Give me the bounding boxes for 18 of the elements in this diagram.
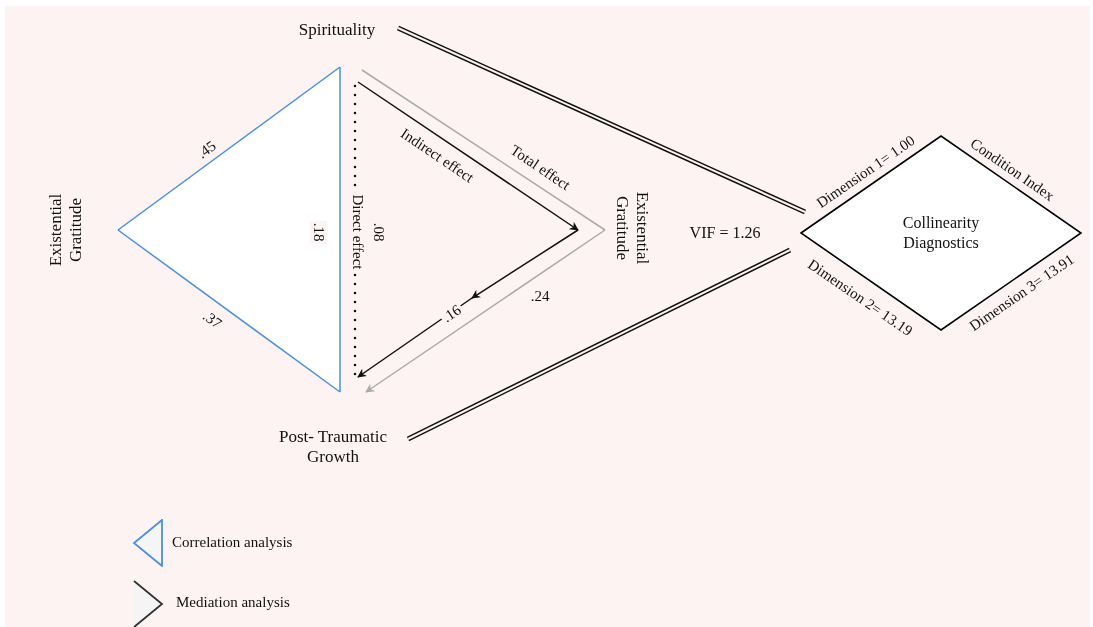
line xyxy=(339,66,341,393)
line xyxy=(117,66,341,231)
line xyxy=(361,69,606,231)
legend-label: Mediation analysis xyxy=(176,594,290,612)
coefficient-label: .08 xyxy=(369,222,387,242)
variable-label: Spirituality xyxy=(276,20,398,40)
arrow xyxy=(357,229,579,378)
arrow xyxy=(365,229,606,393)
edge-label: .18 xyxy=(309,220,327,244)
double-line xyxy=(406,247,792,442)
legend-label: Correlation analysis xyxy=(172,534,293,552)
arrow xyxy=(357,81,579,231)
variable-label: Existential Gratitude xyxy=(46,175,86,285)
line xyxy=(117,229,341,393)
statistic-label: VIF = 1.26 xyxy=(689,223,761,243)
variable-label: Post- Traumatic Growth xyxy=(258,427,408,467)
diamond-label: Collinearity Diagnostics xyxy=(901,213,981,253)
variable-label: Existential Gratitude xyxy=(612,173,652,283)
